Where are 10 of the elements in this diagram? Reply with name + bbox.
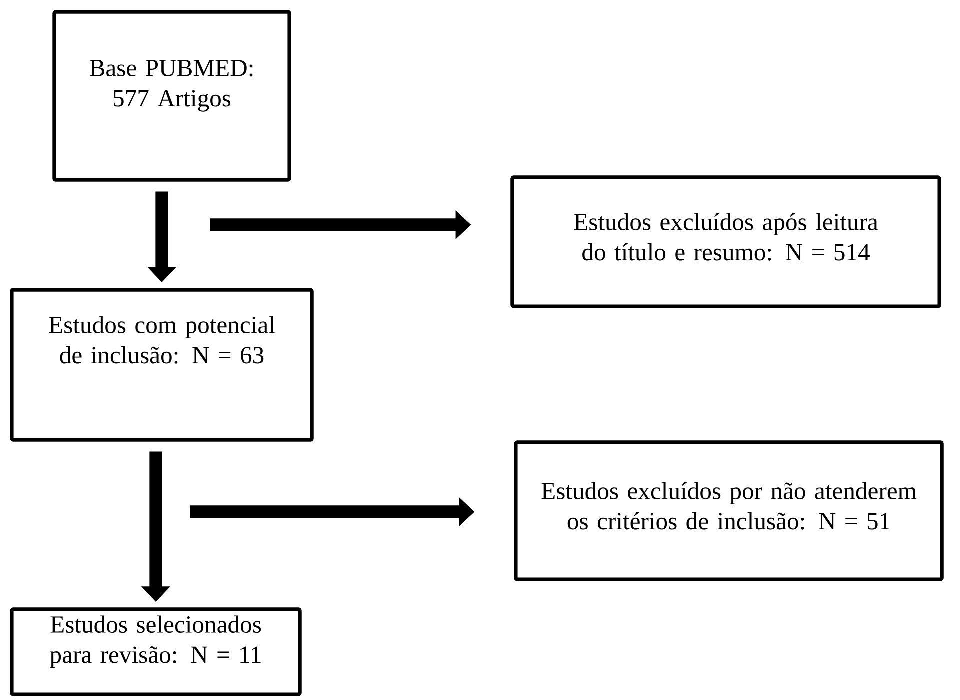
node-label: Estudos selecionados para revisão: N = 11 <box>50 616 262 668</box>
node-label: Estudos excluídos por não atenderem os critérios de inclusão: N = 51 <box>542 482 917 530</box>
process-box <box>510 176 942 308</box>
node-label: Estudos excluídos após leitura do título e resumo: N = 514 <box>574 213 878 261</box>
process-box <box>52 10 292 182</box>
process-box <box>514 440 944 582</box>
process-box <box>10 608 302 696</box>
process-box <box>10 288 314 442</box>
node-label: Estudos com potencial de inclusão: N = 63 <box>49 316 275 364</box>
node-label: Base PUBMED: 577 Artigos <box>90 60 253 112</box>
